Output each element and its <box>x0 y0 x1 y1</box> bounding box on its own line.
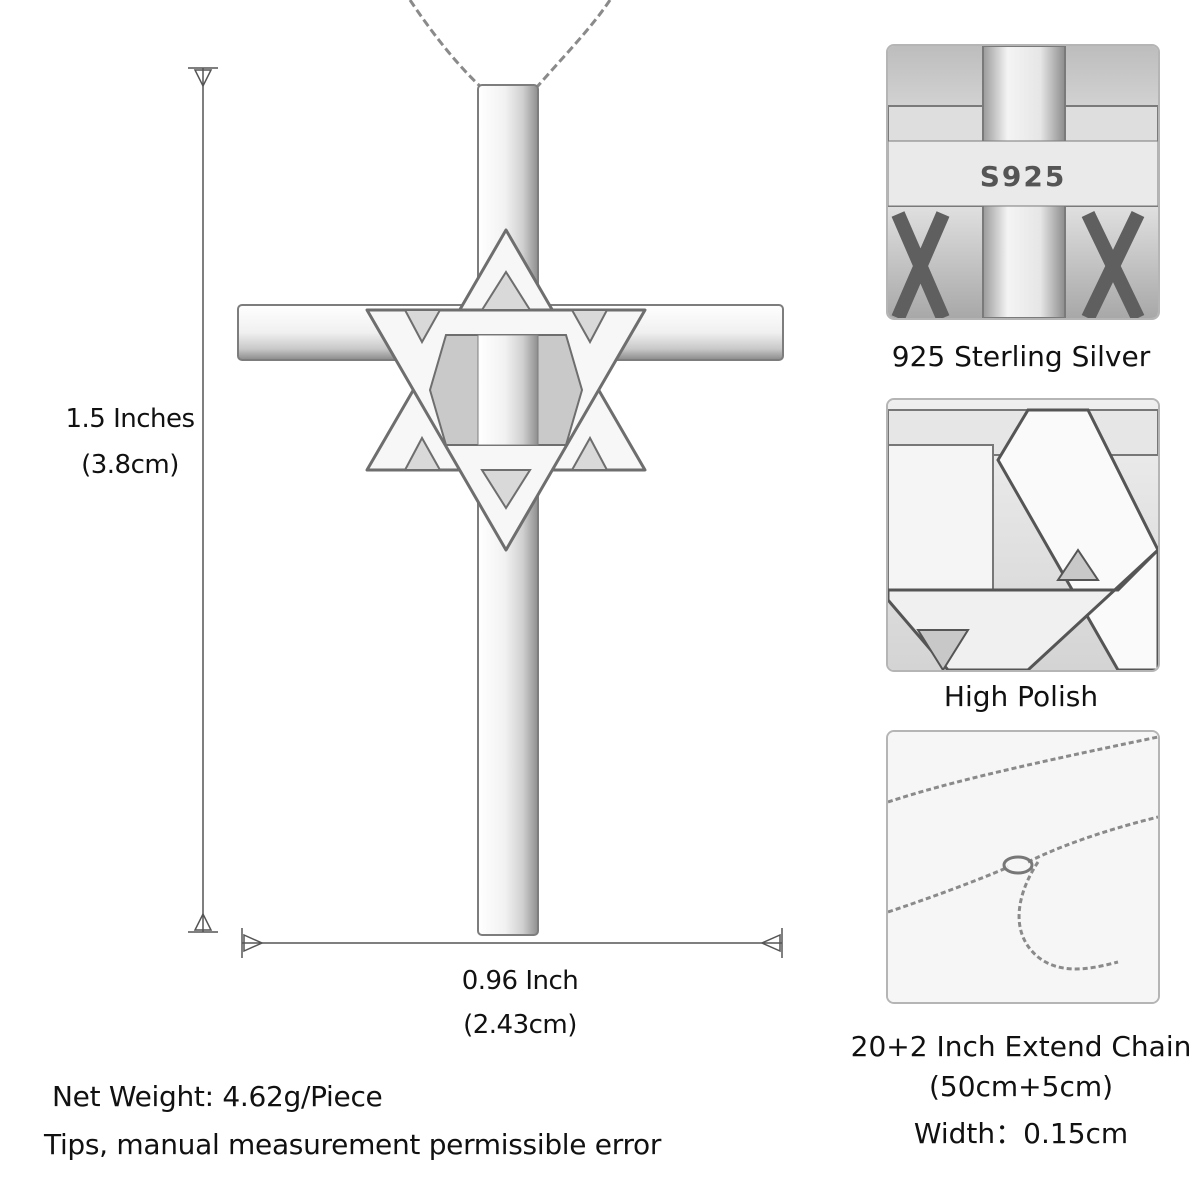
cross-star-pendant <box>237 84 784 936</box>
polish-thumbnail <box>886 398 1160 672</box>
stamp-text: S925 <box>980 160 1067 193</box>
height-label: 1.5 Inches <box>65 404 195 434</box>
height-dimension-line <box>188 67 218 933</box>
feature-caption-silver: 925 Sterling Silver <box>891 340 1151 373</box>
feature-caption-chain: 20+2 Inch Extend Chain <box>850 1030 1192 1063</box>
polish-closeup-icon <box>888 400 1158 670</box>
chain-length-metric: (50cm+5cm) <box>928 1070 1114 1103</box>
chain-closeup-icon <box>888 732 1158 1002</box>
tips-text: Tips, manual measurement permissible err… <box>44 1128 662 1161</box>
net-weight-text: Net Weight: 4.62g/Piece <box>52 1080 383 1113</box>
silver-stamp-thumbnail: S925 <box>886 44 1160 320</box>
chain-width: Width：0.15cm <box>913 1117 1129 1150</box>
width-dimension-line <box>241 928 783 958</box>
chain-thumbnail <box>886 730 1160 1004</box>
width-label: 0.96 Inch <box>461 966 579 996</box>
height-metric-label: (3.8cm) <box>81 450 179 480</box>
width-metric-label: (2.43cm) <box>463 1010 577 1040</box>
silver-stamp-closeup-icon: S925 <box>888 46 1158 318</box>
feature-caption-polish: High Polish <box>943 680 1099 713</box>
